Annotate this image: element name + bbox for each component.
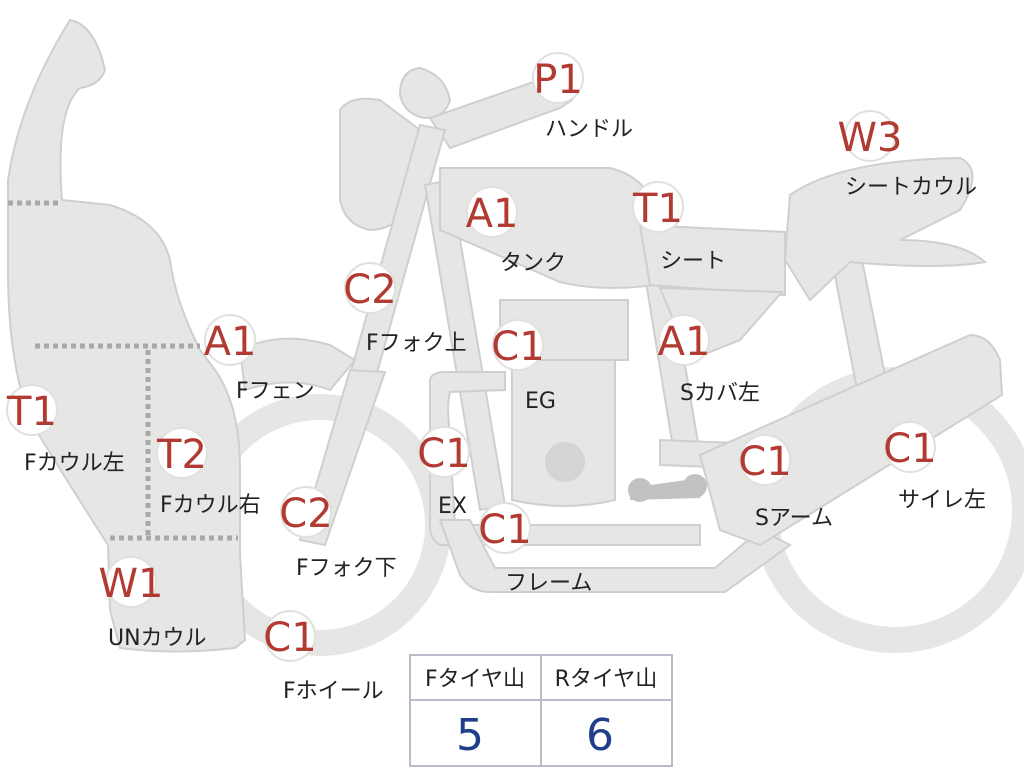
frame-lower-shape <box>438 519 792 593</box>
part-name: Sカバ左 <box>680 381 760 406</box>
part-name: シートカウル <box>845 175 977 200</box>
badge-circle <box>156 427 208 479</box>
part-code: C1 <box>263 615 316 661</box>
front-tire-header: Fタイヤ山 <box>425 667 525 692</box>
part-code: C2 <box>343 267 396 313</box>
badge-circle <box>532 52 584 104</box>
part-name: Sアーム <box>755 506 833 531</box>
badge-circle <box>204 314 256 366</box>
seat-shape <box>638 223 786 297</box>
part-name: シート <box>660 249 726 274</box>
front-fender-shape <box>238 337 357 392</box>
part-code: P1 <box>533 57 583 103</box>
part-side-cover-left: A1 Sカバ左 <box>658 314 760 406</box>
badge-circle <box>264 610 316 662</box>
part-name: フレーム <box>505 571 592 596</box>
part-name: タンク <box>500 251 566 276</box>
part-code: C1 <box>883 426 936 472</box>
badge-circle <box>658 314 710 366</box>
swing-arm-shape <box>698 333 1004 547</box>
part-seat-cowl: W3 シートカウル <box>838 110 977 200</box>
badge-circle <box>632 181 684 233</box>
part-swing-arm: C1 Sアーム <box>738 434 833 531</box>
engine-cover <box>545 442 585 482</box>
badge-circle <box>105 556 157 608</box>
part-code: C1 <box>478 507 531 553</box>
tire-tread-table: Fタイヤ山 Rタイヤ山 5 6 <box>409 654 673 767</box>
rear-tire-value: 6 <box>586 710 614 761</box>
part-name: Fホイール <box>283 679 384 704</box>
front-tire-value: 5 <box>456 710 484 761</box>
part-code: C1 <box>417 431 470 477</box>
badge-circle <box>466 186 518 238</box>
badge-circle <box>6 384 58 436</box>
part-handlebar: P1 ハンドル <box>532 52 633 142</box>
rear-tire-header: Rタイヤ山 <box>555 667 658 692</box>
part-engine: C1 EG <box>491 319 556 414</box>
part-tank: A1 タンク <box>466 186 566 276</box>
part-name: サイレ左 <box>898 488 986 513</box>
part-under-cowl: W1 UNカウル <box>99 556 207 651</box>
engine-shape <box>511 359 616 507</box>
part-name: EG <box>525 389 556 414</box>
part-code: W3 <box>838 115 903 161</box>
part-front-cowl-right: T2 Fカウル右 <box>156 427 261 518</box>
part-front-wheel: C1 Fホイール <box>263 610 384 704</box>
part-code: C1 <box>491 324 544 370</box>
badge-circle <box>844 110 896 162</box>
part-code: C2 <box>279 491 332 537</box>
footpeg-right <box>683 474 707 498</box>
seat-cowl-shape <box>783 156 988 302</box>
part-code: C1 <box>738 439 791 485</box>
part-seat: T1 シート <box>632 181 726 274</box>
part-name: Fフォク上 <box>366 331 467 356</box>
part-code: A1 <box>204 319 257 365</box>
part-name: Fフェン <box>236 379 315 404</box>
front-cowl-shape <box>7 18 247 653</box>
badge-circle <box>280 486 332 538</box>
part-name: ハンドル <box>545 117 633 142</box>
part-frame: C1 フレーム <box>478 502 592 596</box>
badge-circle <box>479 502 531 554</box>
part-fork-lower: C2 Fフォク下 <box>279 486 397 581</box>
part-code: W1 <box>99 561 164 607</box>
part-name: UNカウル <box>108 626 207 651</box>
part-name: EX <box>438 494 467 519</box>
part-code: T2 <box>156 432 207 478</box>
part-front-cowl-left: T1 Fカウル左 <box>6 384 125 476</box>
part-name: Fカウル右 <box>160 493 261 518</box>
footpeg-left <box>628 478 652 502</box>
part-fork-upper: C2 Fフォク上 <box>343 262 467 356</box>
badge-circle <box>418 426 470 478</box>
part-name: Fカウル左 <box>24 451 125 476</box>
badge-circle <box>344 262 396 314</box>
part-exhaust: C1 EX <box>417 426 471 519</box>
part-silencer-left: C1 サイレ左 <box>883 421 986 513</box>
badge-circle <box>492 319 544 371</box>
part-callouts: P1 ハンドル W3 シートカウル A1 タンク T1 シート C2 Fフォク上 <box>6 52 986 704</box>
part-code: T1 <box>632 186 683 232</box>
part-code: A1 <box>466 191 519 237</box>
badge-circle <box>884 421 936 473</box>
mirror-shape <box>398 66 452 120</box>
badge-circle <box>739 434 791 486</box>
part-name: Fフォク下 <box>296 556 397 581</box>
part-front-fender: A1 Fフェン <box>204 314 315 404</box>
part-code: A1 <box>658 319 711 365</box>
part-code: T1 <box>6 389 57 435</box>
